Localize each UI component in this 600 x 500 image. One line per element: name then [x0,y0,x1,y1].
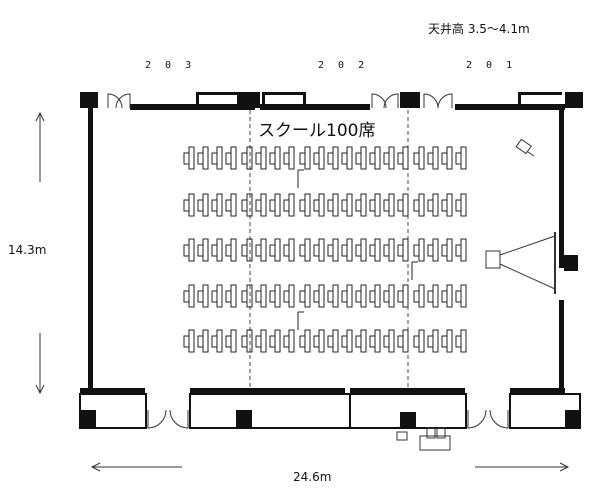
width-dimension-arrow [90,462,570,472]
room-label-202: 2 0 2 [318,60,369,71]
school-seating [183,146,467,353]
room-walls [80,92,583,428]
microphone-stands [297,169,418,330]
camera-icon [515,138,535,157]
room-label-201: 2 0 1 [466,60,517,71]
ceiling-height-label: 天井高 3.5～4.1m [428,22,530,36]
height-dimension-label: 14.3m [8,243,47,257]
height-dimension-arrow [35,111,45,395]
doors [107,93,509,429]
width-dimension-label: 24.6m [293,470,332,484]
room-label-203: 2 0 3 [145,60,196,71]
projector-screen [485,232,556,294]
lectern [396,427,451,451]
layout-title: スクール100席 [258,121,376,141]
bottom-alcoves [79,393,581,429]
